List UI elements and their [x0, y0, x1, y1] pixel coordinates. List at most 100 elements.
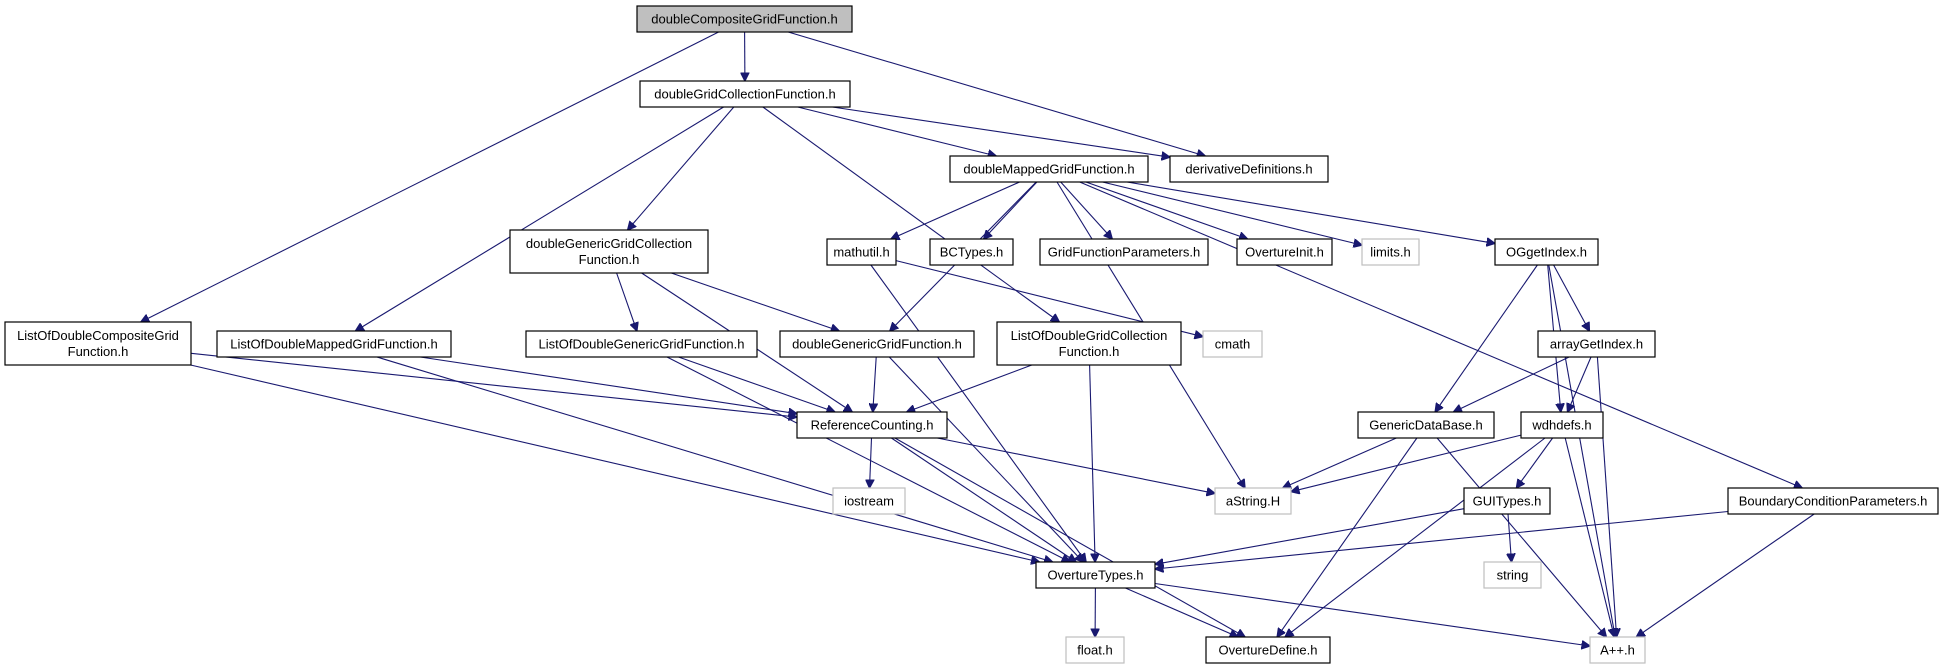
- edge-dmgf-to-limits: [1102, 181, 1363, 245]
- edge-dgcf-to-lodmgf: [355, 106, 724, 331]
- node-label-app: A++.h: [1600, 643, 1635, 658]
- edge-arraygetindex-to-genericdb: [1453, 356, 1570, 412]
- node-box-limits: [1361, 238, 1420, 266]
- edge-arraygetindex-to-app: [1596, 356, 1616, 637]
- node-lodggf[interactable]: ListOfDoubleGenericGridFunction.h: [525, 330, 758, 358]
- node-box-dgcf: [639, 80, 851, 108]
- edge-genericdb-to-astring: [1283, 437, 1397, 488]
- node-string[interactable]: string: [1483, 561, 1542, 589]
- node-box-root: [636, 5, 853, 33]
- node-label-dggcf-line-2: Function.h: [579, 252, 640, 267]
- node-lodmgf[interactable]: ListOfDoubleMappedGridFunction.h: [216, 330, 452, 358]
- edge-oggetindex-to-arraygetindex: [1553, 264, 1590, 331]
- node-label-lodgcf-line-1: ListOfDoubleGridCollection: [1011, 328, 1168, 343]
- edge-wdhdefs-to-astring: [1291, 434, 1522, 492]
- node-label-iostream: iostream: [844, 494, 894, 509]
- edge-dmgf-to-mathutil: [891, 181, 1020, 239]
- node-guitypes[interactable]: GUITypes.h: [1463, 487, 1551, 515]
- edge-bcparams-to-ovtypes: [1155, 510, 1729, 570]
- node-box-bctypes: [929, 238, 1014, 266]
- edge-lodmgf-to-ovtypes: [376, 356, 1053, 562]
- edge-lodmgf-to-refcount: [420, 356, 797, 414]
- edge-dgcf-to-lodgcf: [762, 106, 1060, 322]
- node-label-root: doubleCompositeGridFunction.h: [651, 12, 837, 27]
- node-label-bctypes: BCTypes.h: [940, 245, 1004, 260]
- edge-lodcgf-to-refcount: [190, 352, 797, 417]
- node-label-gfp: GridFunctionParameters.h: [1048, 245, 1200, 260]
- edge-oggetindex-to-genericdb: [1435, 264, 1538, 412]
- node-box-ovdefine: [1205, 636, 1331, 664]
- node-box-dmgf: [949, 155, 1149, 183]
- edge-wdhdefs-to-ovdefine: [1285, 437, 1546, 637]
- node-label-lodmgf: ListOfDoubleMappedGridFunction.h: [230, 337, 437, 352]
- node-bctypes[interactable]: BCTypes.h: [929, 238, 1014, 266]
- node-box-genericdb: [1357, 411, 1495, 439]
- node-label-dggf: doubleGenericGridFunction.h: [792, 337, 962, 352]
- node-app[interactable]: A++.h: [1589, 636, 1646, 664]
- node-ovinit[interactable]: OvertureInit.h: [1236, 238, 1333, 266]
- node-label-lodcgf-line-2: Function.h: [68, 344, 129, 359]
- edge-arraygetindex-to-wdhdefs: [1568, 356, 1592, 412]
- node-box-derivdef: [1169, 155, 1329, 183]
- node-limits[interactable]: limits.h: [1361, 238, 1420, 266]
- edge-refcount-to-ovdefine: [894, 437, 1245, 637]
- node-label-dgcf: doubleGridCollectionFunction.h: [654, 87, 835, 102]
- node-dgcf[interactable]: doubleGridCollectionFunction.h: [639, 80, 851, 108]
- node-label-dggcf-line-1: doubleGenericGridCollection: [526, 236, 692, 251]
- edge-refcount-to-ovtypes: [891, 437, 1076, 562]
- node-genericdb[interactable]: GenericDataBase.h: [1357, 411, 1495, 439]
- edge-dmgf-to-ovinit: [1085, 181, 1248, 239]
- edge-lodgcf-to-refcount: [907, 364, 1032, 412]
- node-arraygetindex[interactable]: arrayGetIndex.h: [1537, 330, 1656, 358]
- edge-root-to-lodcgf: [141, 31, 719, 322]
- node-root[interactable]: doubleCompositeGridFunction.h: [636, 5, 853, 33]
- edge-refcount-to-astring: [937, 437, 1215, 493]
- edge-oggetindex-to-app: [1548, 264, 1615, 637]
- node-floath[interactable]: float.h: [1065, 636, 1125, 664]
- node-iostream[interactable]: iostream: [832, 487, 906, 515]
- node-refcount[interactable]: ReferenceCounting.h: [796, 411, 948, 439]
- edge-guitypes-to-string: [1508, 513, 1512, 562]
- node-label-dmgf: doubleMappedGridFunction.h: [963, 162, 1134, 177]
- edge-wdhdefs-to-guitypes: [1516, 437, 1554, 488]
- node-box-gfp: [1039, 238, 1209, 266]
- edge-refcount-to-iostream: [870, 437, 872, 488]
- node-wdhdefs[interactable]: wdhdefs.h: [1520, 411, 1604, 439]
- edge-genericdb-to-ovdefine: [1277, 437, 1418, 637]
- node-box-lodggf: [525, 330, 758, 358]
- node-box-guitypes: [1463, 487, 1551, 515]
- node-mathutil[interactable]: mathutil.h: [826, 238, 897, 266]
- node-label-mathutil: mathutil.h: [833, 245, 889, 260]
- node-box-lodcgf: [4, 321, 192, 366]
- node-ovtypes[interactable]: OvertureTypes.h: [1035, 561, 1156, 589]
- node-label-lodggf: ListOfDoubleGenericGridFunction.h: [539, 337, 745, 352]
- node-box-dggf: [779, 330, 975, 358]
- node-label-lodgcf-line-2: Function.h: [1059, 344, 1120, 359]
- node-label-ovdefine: OvertureDefine.h: [1219, 643, 1318, 658]
- node-label-cmath: cmath: [1215, 337, 1250, 352]
- edge-dgcf-to-dggcf: [628, 106, 735, 230]
- node-oggetindex[interactable]: OGgetIndex.h: [1494, 238, 1599, 266]
- node-dmgf[interactable]: doubleMappedGridFunction.h: [949, 155, 1149, 183]
- edge-lodgcf-to-ovtypes: [1089, 364, 1096, 562]
- node-ovdefine[interactable]: OvertureDefine.h: [1205, 636, 1331, 664]
- node-dggf[interactable]: doubleGenericGridFunction.h: [779, 330, 975, 358]
- node-label-string: string: [1497, 568, 1529, 583]
- edge-ovtypes-to-ovdefine: [1125, 587, 1238, 637]
- node-label-astring: aString.H: [1226, 494, 1280, 509]
- node-box-arraygetindex: [1537, 330, 1656, 358]
- node-astring[interactable]: aString.H: [1214, 487, 1292, 515]
- node-gfp[interactable]: GridFunctionParameters.h: [1039, 238, 1209, 266]
- node-box-ovtypes: [1035, 561, 1156, 589]
- node-cmath[interactable]: cmath: [1202, 330, 1263, 358]
- node-box-cmath: [1202, 330, 1263, 358]
- node-box-app: [1589, 636, 1646, 664]
- node-bcparams[interactable]: BoundaryConditionParameters.h: [1727, 487, 1939, 515]
- node-derivdef[interactable]: derivativeDefinitions.h: [1169, 155, 1329, 183]
- node-label-floath: float.h: [1077, 643, 1112, 658]
- header-file-nodes: doubleCompositeGridFunction.h doubleGridC…: [4, 5, 1939, 664]
